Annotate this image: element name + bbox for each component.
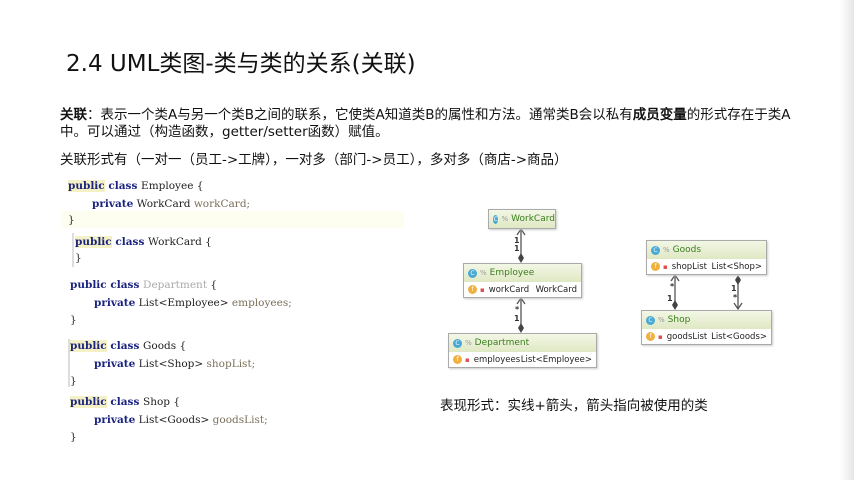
code-line: public class WorkCard { — [75, 236, 212, 248]
code-line: } — [70, 431, 77, 443]
package-icon: % — [501, 215, 509, 223]
term-association: 关联 — [60, 107, 87, 123]
field-icon: f — [646, 332, 655, 341]
code-line: public class Department { — [70, 279, 218, 291]
code-line: private WorkCard workCard; — [92, 198, 251, 210]
class-icon: C — [651, 245, 660, 255]
class-icon: C — [493, 214, 499, 224]
slide-edge — [840, 0, 854, 480]
multiplicity: 1 — [667, 294, 673, 303]
package-icon: % — [465, 339, 472, 347]
private-icon: ▪ — [658, 332, 663, 341]
class-name: WorkCard — [511, 214, 555, 224]
code-line: public class Shop { — [70, 396, 181, 408]
field-type: WorkCard — [535, 284, 577, 295]
private-icon: ▪ — [480, 285, 485, 294]
code-line: } — [70, 314, 77, 326]
code-line: private List<Goods> goodsList; — [94, 414, 268, 426]
field-icon: f — [651, 262, 660, 271]
field-name: shopList — [671, 261, 708, 272]
slide-title: 2.4 UML类图-类与类的关系(关联) — [66, 51, 416, 77]
uml-class-employee: C%Employee f▪workCard WorkCard — [463, 263, 582, 298]
arrow-head — [670, 273, 680, 282]
field-name: employees — [473, 354, 521, 365]
multiplicity: 1 — [514, 314, 520, 323]
diamond-icon — [518, 253, 524, 263]
intro-text-2: 的形式存在于类A中。可以通过（构造函数，getter/setter函数）赋值。 — [60, 107, 791, 140]
diagram-caption: 表现形式：实线+箭头，箭头指向被使用的类 — [440, 398, 708, 414]
arrow-head — [516, 227, 526, 236]
private-icon: ▪ — [663, 262, 668, 271]
code-line: } — [75, 252, 82, 264]
code-block: public class Employee { private WorkCard… — [62, 176, 404, 446]
field-icon: f — [453, 355, 462, 364]
intro-paragraph: 关联：表示一个类A与另一个类B之间的联系，它使类A知道类B的属性和方法。通常类B… — [60, 107, 795, 141]
diamond-icon — [735, 275, 741, 285]
class-name: Employee — [489, 268, 535, 278]
class-icon: C — [468, 268, 477, 278]
code-line: } — [70, 375, 77, 387]
private-icon: ▪ — [465, 355, 470, 364]
field-type: List<Goods> — [711, 331, 767, 342]
highlight-line — [62, 211, 404, 228]
class-icon: C — [646, 315, 655, 325]
arrow-head — [516, 296, 526, 305]
class-icon: C — [453, 338, 462, 348]
field-type: List<Shop> — [711, 261, 762, 272]
intro-text: ：表示一个类A与另一个类B之间的联系，它使类A知道类B的属性和方法。通常类B会以… — [87, 107, 633, 123]
class-name: Department — [474, 338, 530, 348]
field-name: goodsList — [666, 331, 708, 342]
class-name: Shop — [667, 315, 691, 325]
class-name: Goods — [672, 245, 702, 255]
multiplicity: * — [670, 282, 675, 291]
field-icon: f — [468, 285, 477, 294]
multiplicity: 1 — [514, 236, 520, 245]
association-forms: 关联形式有（一对一（员工->工牌），一对多（部门->员工），多对多（商店->商品… — [60, 152, 568, 168]
code-line: public class Employee { — [68, 180, 204, 192]
diamond-icon — [672, 300, 678, 310]
package-icon: % — [663, 246, 670, 254]
field-type: List<Employee> — [520, 354, 592, 365]
field-name: workCard — [488, 284, 530, 295]
multiplicity: 1 — [514, 244, 520, 253]
code-line: private List<Employee> employees; — [94, 297, 292, 309]
code-line: private List<Shop> shopList; — [94, 358, 256, 370]
gutter-mark — [68, 339, 70, 387]
gutter-mark — [72, 233, 74, 267]
arrow-head — [733, 302, 743, 311]
package-icon: % — [480, 269, 487, 277]
diamond-icon — [518, 323, 524, 333]
multiplicity: * — [515, 305, 520, 314]
multiplicity: * — [733, 293, 738, 302]
code-line: public class Goods { — [70, 340, 187, 352]
package-icon: % — [658, 316, 665, 324]
code-line: } — [68, 214, 75, 226]
uml-class-workcard: C%WorkCard — [488, 209, 556, 229]
multiplicity: 1 — [731, 284, 737, 293]
term-member-variable: 成员变量 — [632, 107, 687, 123]
